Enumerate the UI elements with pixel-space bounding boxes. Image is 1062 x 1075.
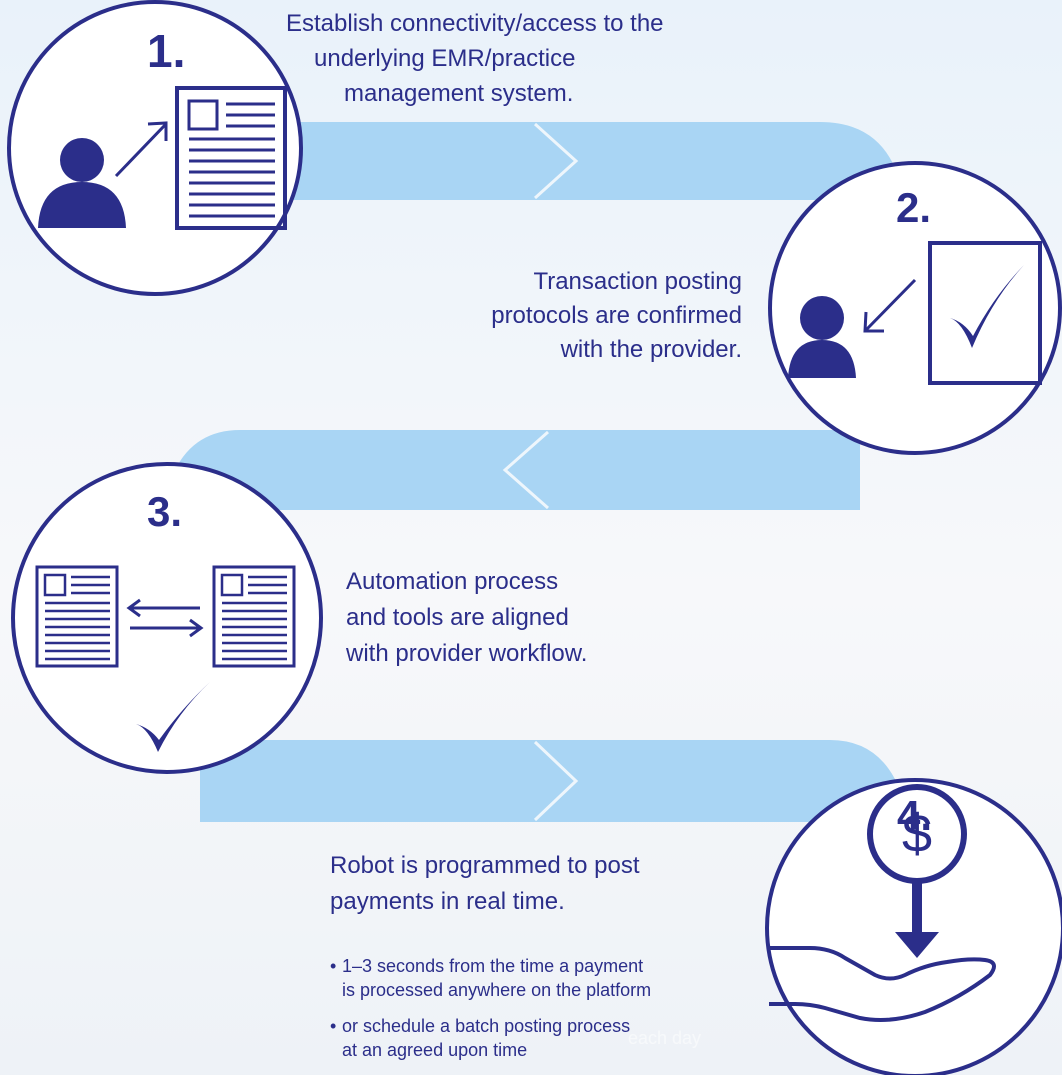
bullet-text: or schedule a batch posting process xyxy=(342,1016,631,1036)
step-3-text-line-2: and tools are aligned xyxy=(346,604,569,631)
person-icon xyxy=(788,296,856,378)
step-3-circle xyxy=(11,462,323,774)
step-3-number: 3. xyxy=(147,488,183,535)
arrow-icon xyxy=(114,121,168,178)
bullet-text: is processed anywhere on the platform xyxy=(342,980,652,1000)
step-4-number: 4. xyxy=(897,792,933,839)
down-arrow-icon xyxy=(895,881,939,958)
checkmark-document-icon xyxy=(928,241,1042,385)
ghost-text: each day xyxy=(628,1028,702,1048)
chevron-left-icon xyxy=(502,430,549,510)
bullet-text: 1–3 seconds from the time a payment xyxy=(342,956,644,976)
step-1-text-line-2: underlying EMR/practice xyxy=(314,45,576,72)
chevron-right-icon xyxy=(533,122,579,200)
step-4-text-line-2: payments in real time. xyxy=(330,888,565,915)
bullet-item: •or schedule a batch posting process xyxy=(330,1014,630,1038)
step-1-text-line-1: Establish connectivity/access to the xyxy=(286,10,664,37)
hand-icon xyxy=(769,946,996,1022)
step-2-number: 2. xyxy=(896,184,932,231)
connector-band-2 xyxy=(160,430,860,510)
arrow-icon xyxy=(863,278,917,333)
document-icon xyxy=(175,86,287,230)
step-2-text-line-1: Transaction posting xyxy=(533,268,742,295)
exchange-arrows-icon xyxy=(126,598,204,638)
bullet-item-continuation: is processed anywhere on the platform xyxy=(342,978,651,1002)
step-2-text-line-3: with the provider. xyxy=(560,336,742,363)
bullet-item-continuation: at an agreed upon time xyxy=(342,1038,527,1062)
person-icon xyxy=(38,138,126,228)
step-3-text-line-3: with provider workflow. xyxy=(346,640,588,667)
step-2-text-line-2: protocols are confirmed xyxy=(491,302,742,329)
step-3-text-line-1: Automation process xyxy=(346,568,559,595)
document-icon xyxy=(212,565,296,668)
bullet-dot: • xyxy=(330,956,337,976)
step-1-text-line-3: management system. xyxy=(344,80,574,107)
step-1-number: 1. xyxy=(147,25,186,77)
bullet-text: at an agreed upon time xyxy=(342,1040,528,1060)
bullet-dot: • xyxy=(330,1016,337,1036)
document-icon xyxy=(35,565,119,668)
connector-band-3 xyxy=(200,740,910,822)
chevron-right-icon xyxy=(533,740,579,822)
connector-band-1 xyxy=(250,122,910,200)
bullet-item: •1–3 seconds from the time a payment xyxy=(330,954,643,978)
svg-text:$: $ xyxy=(902,804,932,864)
step-4-text-line-1: Robot is programmed to post xyxy=(330,852,640,879)
